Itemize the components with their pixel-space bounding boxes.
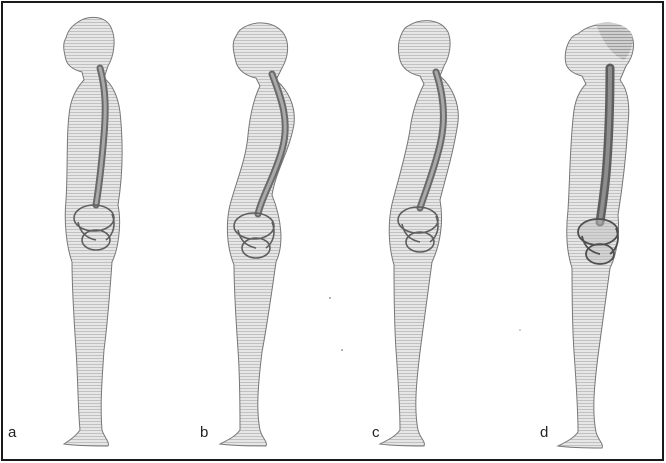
panel-label-c: c xyxy=(372,425,380,440)
panel-label-b: b xyxy=(200,425,208,440)
panel-label-d: d xyxy=(540,425,548,440)
panel-label-a: a xyxy=(8,425,16,440)
